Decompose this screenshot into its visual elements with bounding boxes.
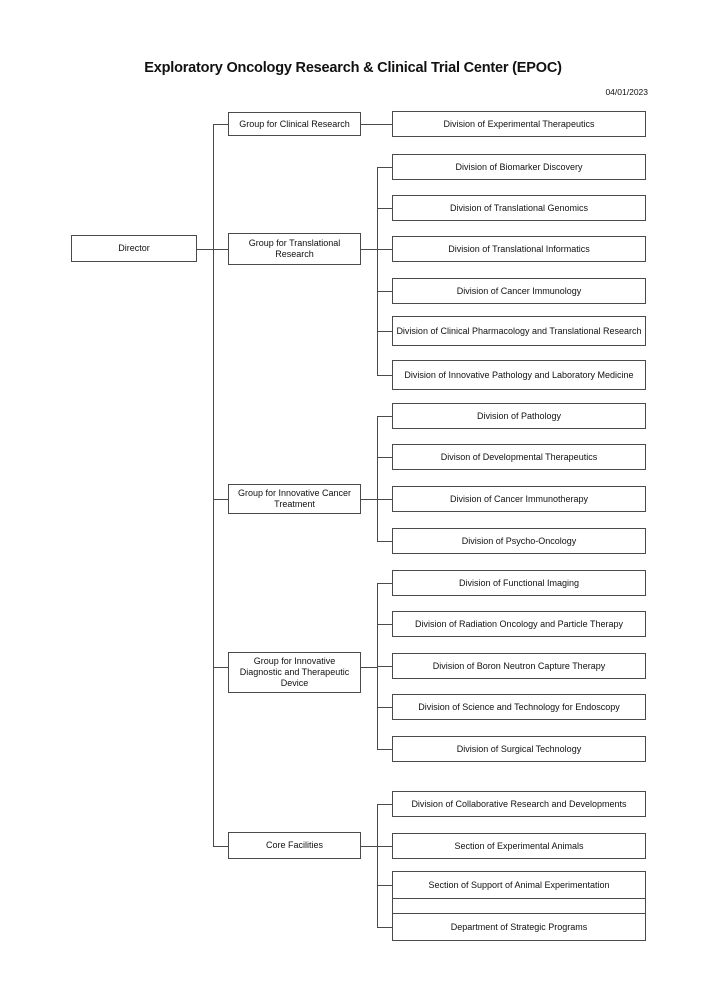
connector-line	[377, 167, 378, 375]
org-box-division: Division of Pathology	[392, 403, 646, 429]
connector-line	[377, 749, 392, 750]
org-box-division: Division of Clinical Pharmacology and Tr…	[392, 316, 646, 346]
org-box-division: Divison of Developmental Therapeutics	[392, 444, 646, 470]
connector-line	[377, 331, 392, 332]
org-box-division: Division of Science and Technology for E…	[392, 694, 646, 720]
empty-box-strip	[392, 899, 646, 913]
connector-line	[377, 416, 378, 541]
org-box-label: Group for Innovative Cancer Treatment	[237, 488, 352, 509]
org-box-division: Division of Experimental Therapeutics	[392, 111, 646, 137]
connector-line	[361, 667, 377, 668]
connector-line	[377, 804, 392, 805]
connector-line	[213, 499, 228, 500]
org-box-label: Section of Experimental Animals	[454, 840, 584, 851]
org-box-label: Group for Innovative Diagnostic and Ther…	[239, 656, 350, 688]
connector-line	[377, 167, 392, 168]
org-box-label: Division of Collaborative Research and D…	[411, 798, 627, 809]
org-box-label: Division of Translational Informatics	[448, 243, 590, 254]
org-box-division: Division of Surgical Technology	[392, 736, 646, 762]
connector-line	[377, 927, 392, 928]
org-box-label: Division of Boron Neutron Capture Therap…	[432, 660, 606, 671]
connector-line	[213, 124, 228, 125]
org-box-label: Division of Experimental Therapeutics	[443, 118, 595, 129]
connector-line	[377, 499, 392, 500]
connector-line	[377, 249, 392, 250]
connector-line	[377, 375, 392, 376]
org-box-division: Division of Radiation Oncology and Parti…	[392, 611, 646, 637]
org-box-division: Division of Translational Informatics	[392, 236, 646, 262]
org-box-label: Department of Strategic Programs	[450, 921, 588, 932]
connector-line	[197, 249, 228, 250]
org-box-group: Group for Innovative Diagnostic and Ther…	[228, 652, 361, 693]
date-label: 04/01/2023	[605, 87, 648, 97]
org-box-group: Group for Translational Research	[228, 233, 361, 265]
org-box-division: Department of Strategic Programs	[392, 913, 646, 941]
org-box-group: Group for Innovative Cancer Treatment	[228, 484, 361, 514]
org-box-division: Division of Innovative Pathology and Lab…	[392, 360, 646, 390]
org-box-group: Group for Clinical Research	[228, 112, 361, 136]
org-box-division: Division of Cancer Immunotherapy	[392, 486, 646, 512]
org-box-label: Division of Psycho-Oncology	[461, 535, 577, 546]
connector-line	[361, 249, 377, 250]
org-box-division: Division of Functional Imaging	[392, 570, 646, 596]
connector-line	[377, 541, 392, 542]
org-box-division: Division of Psycho-Oncology	[392, 528, 646, 554]
org-box-label: Division of Biomarker Discovery	[455, 161, 583, 172]
org-box-group: Core Facilities	[228, 832, 361, 859]
connector-line	[377, 804, 378, 927]
org-box-label: Division of Cancer Immunology	[456, 285, 582, 296]
org-box-label: Division of Pathology	[476, 410, 562, 421]
connector-line	[377, 208, 392, 209]
org-box-label: Division of Cancer Immunotherapy	[449, 493, 589, 504]
page-title: Exploratory Oncology Research & Clinical…	[144, 60, 562, 76]
connector-line	[213, 667, 228, 668]
org-box-label: Division of Functional Imaging	[458, 577, 580, 588]
org-box-division: Section of Support of Animal Experimenta…	[392, 871, 646, 899]
org-box-division: Division of Biomarker Discovery	[392, 154, 646, 180]
org-box-division: Section of Experimental Animals	[392, 833, 646, 859]
connector-line	[377, 707, 392, 708]
org-box-division: Division of Boron Neutron Capture Therap…	[392, 653, 646, 679]
org-box-label: Group for Clinical Research	[239, 118, 350, 129]
org-box-label: Group for Translational Research	[248, 238, 341, 259]
org-box-label: Division of Clinical Pharmacology and Tr…	[396, 325, 642, 336]
connector-line	[377, 885, 392, 886]
org-box-division: Division of Collaborative Research and D…	[392, 791, 646, 817]
connector-line	[377, 457, 392, 458]
connector-line	[377, 583, 392, 584]
org-box-label: Divison of Developmental Therapeutics	[440, 451, 598, 462]
connector-line	[213, 124, 214, 846]
connector-line	[377, 624, 392, 625]
org-box-label: Core Facilities	[265, 840, 323, 850]
connector-line	[213, 846, 228, 847]
org-box-label: Division of Science and Technology for E…	[418, 701, 620, 712]
org-box-division: Division of Cancer Immunology	[392, 278, 646, 304]
org-box-division: Division of Translational Genomics	[392, 195, 646, 221]
org-box-label: Division of Translational Genomics	[449, 202, 589, 213]
connector-line	[361, 846, 377, 847]
connector-line	[361, 124, 392, 125]
connector-line	[361, 499, 377, 500]
org-box-label: Division of Surgical Technology	[456, 743, 582, 754]
connector-line	[377, 666, 392, 667]
connector-line	[377, 416, 392, 417]
connector-line	[377, 846, 392, 847]
org-box-label: Director	[118, 243, 150, 253]
org-box-label: Section of Support of Animal Experimenta…	[428, 879, 610, 890]
org-box-director: Director	[71, 235, 197, 262]
org-box-label: Division of Innovative Pathology and Lab…	[404, 369, 634, 380]
connector-line	[377, 291, 392, 292]
org-box-label: Division of Radiation Oncology and Parti…	[415, 618, 623, 629]
